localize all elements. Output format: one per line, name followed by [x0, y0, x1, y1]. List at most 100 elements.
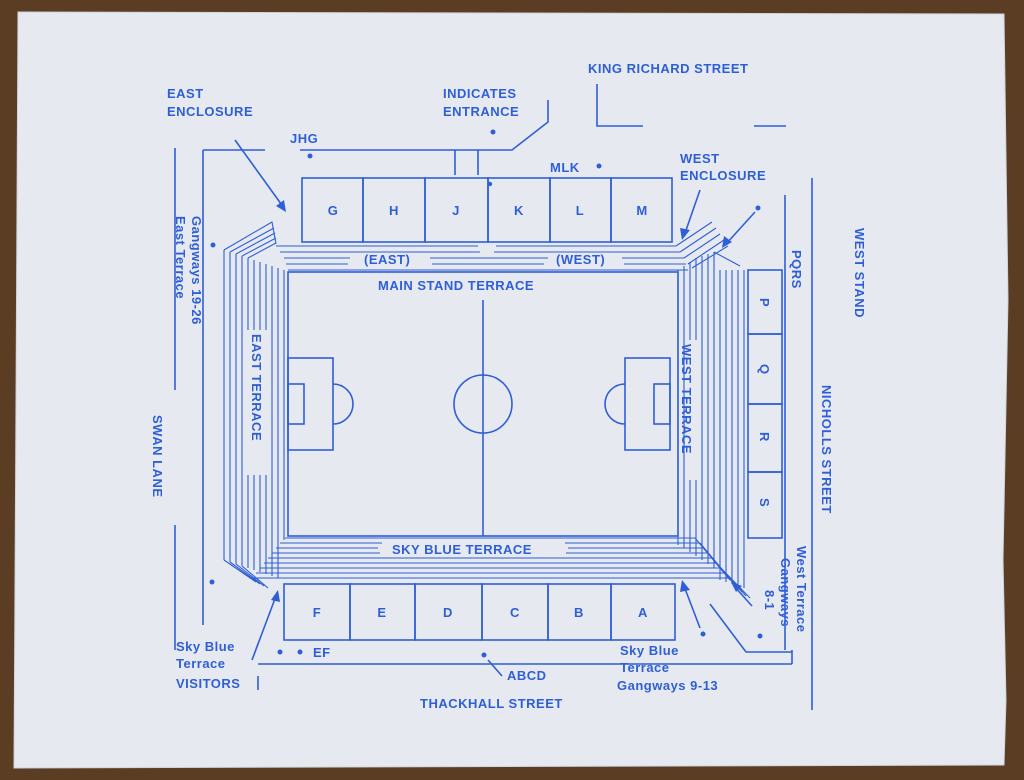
west-gangways-line-2: Gangways	[778, 558, 793, 627]
west-penalty-arc	[604, 383, 626, 425]
entrance-pqrs-dot	[755, 205, 761, 211]
entrance-jhg: JHG	[290, 131, 318, 146]
visitors-line-2: Terrace	[176, 656, 226, 671]
west-enclosure-line-2: ENCLOSURE	[680, 168, 766, 183]
entrance-mlk-dot	[596, 163, 602, 169]
west-stand-block-s[interactable]	[747, 471, 783, 539]
terrace-main-stand: MAIN STAND TERRACE	[378, 278, 534, 293]
east-penalty-arc	[332, 383, 354, 425]
sky-blue-label-b: B	[574, 605, 584, 620]
sky-blue-label-f: F	[313, 605, 321, 620]
abcd-pointer	[487, 659, 503, 677]
west-terrace-wedge-bottom	[694, 537, 751, 599]
east-terrace-lines	[223, 250, 285, 578]
main-stand-blocks: G H J K L M	[301, 177, 673, 243]
sky-gangways-line-2: Terrace	[620, 660, 670, 675]
west-gangways-arrowhead	[731, 582, 742, 592]
main-stand-label-j: J	[452, 203, 460, 218]
main-stand-block-m[interactable]	[610, 177, 673, 243]
terrace-main-east: (EAST)	[364, 252, 410, 267]
east-enclosure-line-2: ENCLOSURE	[167, 104, 253, 119]
entrance-abcd: ABCD	[507, 668, 547, 683]
terrace-main-west: (WEST)	[556, 252, 605, 267]
east-gangways-line-1: East Terrace	[173, 216, 188, 299]
west-six-yard-box	[653, 383, 671, 425]
south-terrace-lines	[252, 537, 728, 579]
sky-blue-label-d: D	[443, 605, 453, 620]
visitors-line-3: VISITORS	[176, 676, 240, 691]
legend-line-2: ENTRANCE	[443, 104, 519, 119]
west-stand-label-r: R	[757, 432, 772, 442]
sky-blue-label-e: E	[377, 605, 386, 620]
street-west-stand: WEST STAND	[852, 228, 867, 318]
east-gangways-line-2: Gangways 19-26	[189, 216, 204, 325]
king-richard-kerb	[596, 84, 786, 127]
west-terrace-wedge-top	[675, 221, 741, 269]
legend-line-1: INDICATES	[443, 86, 517, 101]
north-boundary	[203, 149, 479, 175]
street-thackhall: THACKHALL STREET	[420, 696, 563, 711]
east-gangways-dot	[210, 242, 216, 248]
visitors-arrowhead	[271, 590, 280, 602]
sky-blue-label-c: C	[510, 605, 520, 620]
west-gangways-line-1: West Terrace	[794, 546, 809, 632]
centre-circle	[453, 374, 513, 434]
legend-entrance-dot	[490, 129, 496, 135]
east-enclosure-arrowhead	[276, 200, 286, 212]
main-stand-label-h: H	[389, 203, 399, 218]
entrance-pqrs: PQRS	[789, 250, 804, 289]
north-terrace-lines	[276, 245, 688, 271]
entrance-ef-dot-2	[297, 649, 303, 655]
sky-blue-block-a[interactable]	[610, 583, 676, 641]
sky-blue-label-a: A	[638, 605, 648, 620]
main-stand-label-k: K	[514, 203, 524, 218]
west-stand-label-p: P	[757, 298, 772, 307]
east-six-yard-box	[287, 383, 305, 425]
visitors-line-1: Sky Blue	[176, 639, 235, 654]
sky-blue-blocks: F E D C B A	[283, 583, 676, 641]
entrance-abcd-dot	[481, 652, 487, 658]
sky-gangways-line-3: Gangways 9-13	[617, 678, 718, 693]
entrance-jhg-dot	[307, 153, 313, 159]
east-enclosure-line-1: EAST	[167, 86, 204, 101]
pqrs-arrowhead	[722, 236, 732, 248]
main-stand-label-g: G	[328, 203, 339, 218]
east-enclosure-arrow	[234, 139, 285, 209]
west-gangways-pointer	[709, 603, 792, 653]
entrance-mlk: MLK	[550, 160, 580, 175]
sky-gangways-arrowhead	[680, 580, 690, 592]
east-gangways-dot-2	[209, 579, 215, 585]
visitors-arrow	[251, 595, 277, 661]
main-stand-label-l: L	[576, 203, 584, 218]
west-gangways-line-3: 8-1	[762, 590, 777, 610]
terrace-east: EAST TERRACE	[249, 334, 264, 441]
sky-gangways-arrow	[683, 585, 701, 629]
main-stand-label-m: M	[636, 203, 647, 218]
west-gangways-dot	[757, 633, 763, 639]
west-enclosure-arrowhead	[680, 228, 690, 240]
street-king-richard: KING RICHARD STREET	[588, 61, 748, 76]
west-enclosure-arrow	[683, 189, 701, 237]
paper-ticket	[13, 11, 1009, 769]
sky-gangways-dot	[700, 631, 706, 637]
legend-pointer-line	[478, 100, 549, 151]
main-stand-entrance-dot	[487, 181, 493, 187]
sky-gangways-line-1: Sky Blue	[620, 643, 679, 658]
east-terrace-wedge-bottom	[223, 559, 269, 589]
entrance-ef-dot	[277, 649, 283, 655]
west-enclosure-line-1: WEST	[680, 151, 720, 166]
west-stand-rows	[719, 270, 745, 588]
terrace-rings	[223, 221, 751, 599]
street-nicholls: NICHOLLS STREET	[819, 385, 834, 514]
east-terrace-wedge	[223, 221, 277, 259]
pitch	[287, 271, 679, 537]
entrance-ef: EF	[313, 645, 331, 660]
terrace-west: WEST TERRACE	[679, 344, 694, 454]
west-stand-label-s: S	[757, 498, 772, 507]
west-stand-label-q: Q	[757, 364, 772, 375]
street-swan-lane: SWAN LANE	[150, 415, 165, 498]
terrace-sky-blue: SKY BLUE TERRACE	[392, 542, 532, 557]
pqrs-arrow	[725, 211, 756, 245]
